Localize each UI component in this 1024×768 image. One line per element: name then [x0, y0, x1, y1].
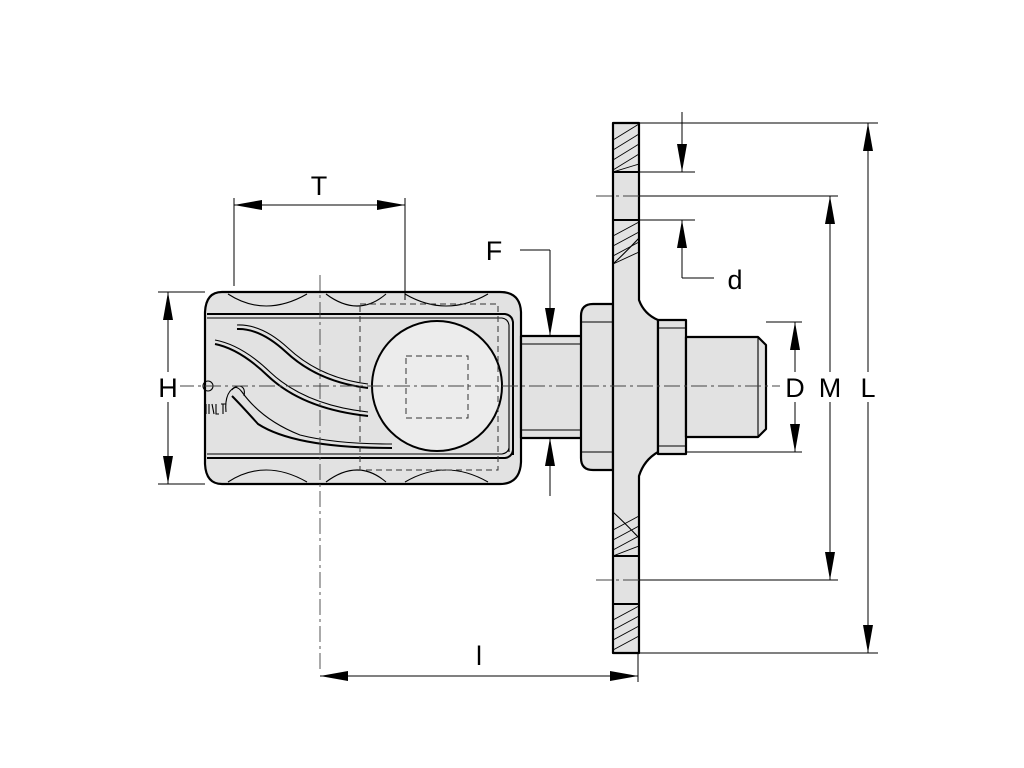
- hidden-square-nut: [405, 355, 469, 419]
- pin-body: [684, 335, 768, 439]
- collar: [656, 318, 688, 456]
- hidden-bore-outline: [359, 303, 499, 471]
- dimension-l-length: l: [320, 641, 639, 682]
- handle-knob: [202, 290, 523, 486]
- logo-letters-icon: [205, 403, 226, 415]
- dimension-h: H: [156, 291, 205, 485]
- top-grip-scallops: [227, 293, 489, 307]
- dimension-d-small: d: [639, 112, 743, 295]
- dimension-t: T: [233, 171, 406, 300]
- swoosh-groove-3: [231, 386, 393, 445]
- swoosh-groove-3-edge: [231, 395, 393, 449]
- pin: [684, 335, 768, 439]
- label-d-pin: D: [785, 373, 805, 403]
- dimension-d-pin: D: [686, 321, 809, 453]
- inner-rim-top-2: [207, 317, 510, 452]
- dimension-l-large: L: [639, 122, 882, 654]
- swoosh-groove-1: [236, 324, 369, 385]
- neck-body: [519, 334, 585, 440]
- dimension-m: M: [639, 195, 846, 581]
- label-m: M: [819, 373, 842, 403]
- swoosh-groove-1-edge: [236, 327, 369, 389]
- swoosh-groove-2-edge: [214, 343, 369, 417]
- flange-outline: [611, 121, 660, 655]
- threaded-neck: [519, 334, 585, 440]
- label-d-small: d: [727, 265, 742, 295]
- flange-chamfer-top: [612, 237, 640, 265]
- collar-body: [656, 318, 688, 456]
- flange-chamfer-bottom: [612, 511, 640, 539]
- inner-rim-bottom: [207, 449, 514, 459]
- label-f: F: [486, 236, 503, 266]
- label-l-length: l: [476, 641, 482, 671]
- housing-body: [579, 302, 615, 472]
- housing: [579, 302, 615, 472]
- inner-rim-top: [207, 313, 514, 455]
- label-h: H: [158, 373, 178, 403]
- flange-hatch-bottom: [613, 515, 639, 651]
- flange-plate: [611, 121, 660, 655]
- label-t: T: [311, 171, 328, 201]
- dimension-f: F: [486, 236, 555, 496]
- swoosh-groove-2: [214, 339, 369, 413]
- flange-hatch-top: [613, 123, 639, 264]
- label-l-large: L: [860, 373, 875, 403]
- inner-rim-bottom-2: [207, 447, 510, 455]
